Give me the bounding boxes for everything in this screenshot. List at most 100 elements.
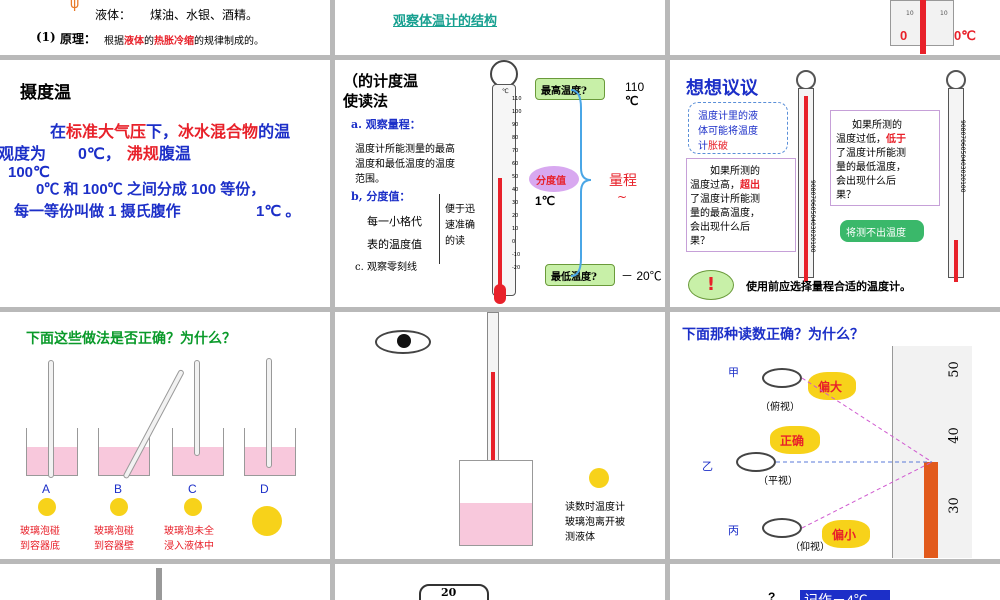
caption-a-1: 玻璃泡碰 xyxy=(20,526,60,537)
slide-5: （的计度温 使读法 a. 观察量程： 温度计所能测量的最高 温度和最低温度的温度… xyxy=(335,60,665,307)
thermometer-liquid xyxy=(491,372,495,490)
mercury-column xyxy=(920,0,926,54)
tick-20: 20 xyxy=(512,213,519,219)
label-pingshi: （平视） xyxy=(758,476,798,487)
liquid-label: 液体： xyxy=(95,8,132,22)
slide-1: ψ 液体： 煤油、水银、酒精。 (1) 原理： 根据液体的热胀冷缩的规律制成的。 xyxy=(0,0,330,55)
tick-50: 50 xyxy=(512,174,519,180)
range-tilde: ~ xyxy=(617,190,628,204)
q-high-3: 了温度计所能测 xyxy=(690,194,760,205)
q-high-5: 会出现什么后 xyxy=(690,222,750,233)
eye-pupil xyxy=(397,334,411,348)
smiley-icon-c xyxy=(184,498,202,516)
question-high-box xyxy=(686,158,796,252)
slide-9: 下面那种读数正确？为什么？ 甲 乙 丙 （俯视） （平视） （仰视） 偏大 正确… xyxy=(670,312,1000,559)
line-1: 在标准大气压下，冰水混合物的温 xyxy=(50,124,291,141)
answer-badge xyxy=(840,220,924,242)
caption-1: 读数时温度计 xyxy=(565,502,625,513)
eye-icon-top xyxy=(762,368,802,388)
exclamation-icon: ! xyxy=(688,270,734,300)
caption-b-1: 玻璃泡碰 xyxy=(94,526,134,537)
q-low-4: 量的最低温度， xyxy=(836,162,906,173)
title-line-2: 使读法 xyxy=(343,93,389,110)
tick-30: 30 xyxy=(512,200,519,206)
tick-100: 100 xyxy=(512,109,522,115)
liquid-column xyxy=(498,178,502,290)
tick-40: 40 xyxy=(512,187,519,193)
min-temp-label: 最低温度? xyxy=(551,272,597,283)
burst-correct xyxy=(770,426,820,454)
thermometer-top xyxy=(156,568,162,600)
caption-c-2: 浸入液体中 xyxy=(164,541,214,552)
slide-10 xyxy=(0,564,330,600)
side-note-1: 便于迅 xyxy=(445,204,475,215)
division-l2: 表的温度值 xyxy=(367,238,422,251)
label-bing: 丙 xyxy=(728,524,739,537)
slide-title: 下面这些做法是否正确？为什么？ xyxy=(26,330,236,346)
scale-frame xyxy=(419,584,489,600)
smiley-icon-a xyxy=(38,498,56,516)
sight-lines xyxy=(776,377,933,529)
slide-title: 摄度温 xyxy=(20,83,71,102)
right-thermometer-ring xyxy=(946,70,966,90)
thermometer-a xyxy=(48,360,54,478)
zero-right: 0℃ xyxy=(954,28,976,43)
thermometer-mark-icon: ˇ xyxy=(803,0,809,6)
label-big: 偏大 xyxy=(818,380,843,394)
tick-80: 80 xyxy=(512,135,519,141)
burst-small xyxy=(822,520,870,548)
smiley-icon xyxy=(589,468,609,488)
tick-90: 90 xyxy=(512,122,519,128)
slide-3: ˇ 10 10 0 0℃ xyxy=(670,0,1000,55)
label-a: A xyxy=(42,482,51,496)
eye-icon-middle xyxy=(736,452,776,472)
label-correct: 正确 xyxy=(780,434,805,448)
slide-7: 下面这些做法是否正确？为什么？ A B C D 玻璃泡碰 到容器底 玻璃泡碰 到… xyxy=(0,312,330,559)
q-high-6: 果？ xyxy=(690,236,710,247)
label-b: B xyxy=(114,482,123,496)
tick-110: 110 xyxy=(512,96,522,102)
range-desc-2: 温度和最低温度的温度 xyxy=(355,159,455,170)
line-5: 每一等份叫做 1 摄氏腹作 xyxy=(14,203,181,220)
division-ellipse xyxy=(529,166,579,192)
tick-neg10: -10 xyxy=(512,252,521,258)
zero-line-heading: c. 观察零刻线 xyxy=(355,262,417,273)
thermometer-bulb xyxy=(494,284,506,304)
record-box xyxy=(800,590,890,600)
line-3: 100℃ xyxy=(8,164,50,181)
bubble-line-1: 温度计里的液 xyxy=(698,111,758,122)
unit-label: ℃ xyxy=(502,88,509,95)
max-temp-box xyxy=(535,78,605,100)
burst-bubble xyxy=(688,102,788,154)
label-jia: 甲 xyxy=(728,366,739,379)
liquid-column xyxy=(924,462,938,558)
side-note-3: 的读 xyxy=(445,236,465,247)
slide-title: 想想议议 xyxy=(686,78,758,98)
record-text: 记作－4℃ xyxy=(804,592,868,600)
division-value: 1℃ xyxy=(535,194,556,208)
title-line-1: （的计度温 xyxy=(343,73,419,90)
range-desc-1: 温度计所能测量的最高 xyxy=(355,144,455,155)
side-bracket xyxy=(439,194,440,264)
thermometer-d xyxy=(266,358,272,468)
range-desc-3: 范围。 xyxy=(355,174,385,185)
label-c: C xyxy=(188,482,197,496)
observe-range: a. 观察量程： xyxy=(351,118,421,131)
right-thermometer-liquid xyxy=(954,240,958,282)
left-scale-text: 9080706050403020100 xyxy=(809,180,816,253)
division-l1: 每一小格代 xyxy=(367,215,422,228)
caption-a-2: 到容器底 xyxy=(20,541,60,552)
slide-11: 20 xyxy=(335,564,665,600)
q-low-2: 温度过低，低于 xyxy=(836,134,906,145)
bubble-line-3: 计胀破 xyxy=(698,141,728,152)
right-scale-text: 9080706050403020100 xyxy=(959,120,966,193)
tick-label-b: 10 xyxy=(940,10,948,17)
label-d: D xyxy=(260,482,269,496)
structure-link[interactable]: 观察体温计的结构 xyxy=(393,14,498,29)
zero-left: 0 xyxy=(900,28,908,43)
flame-icon: ψ xyxy=(70,0,80,12)
q-high-4: 量的最高温度， xyxy=(690,208,760,219)
min-temp-value: － 20℃ xyxy=(621,269,662,283)
principle-label: 原理： xyxy=(60,32,97,46)
